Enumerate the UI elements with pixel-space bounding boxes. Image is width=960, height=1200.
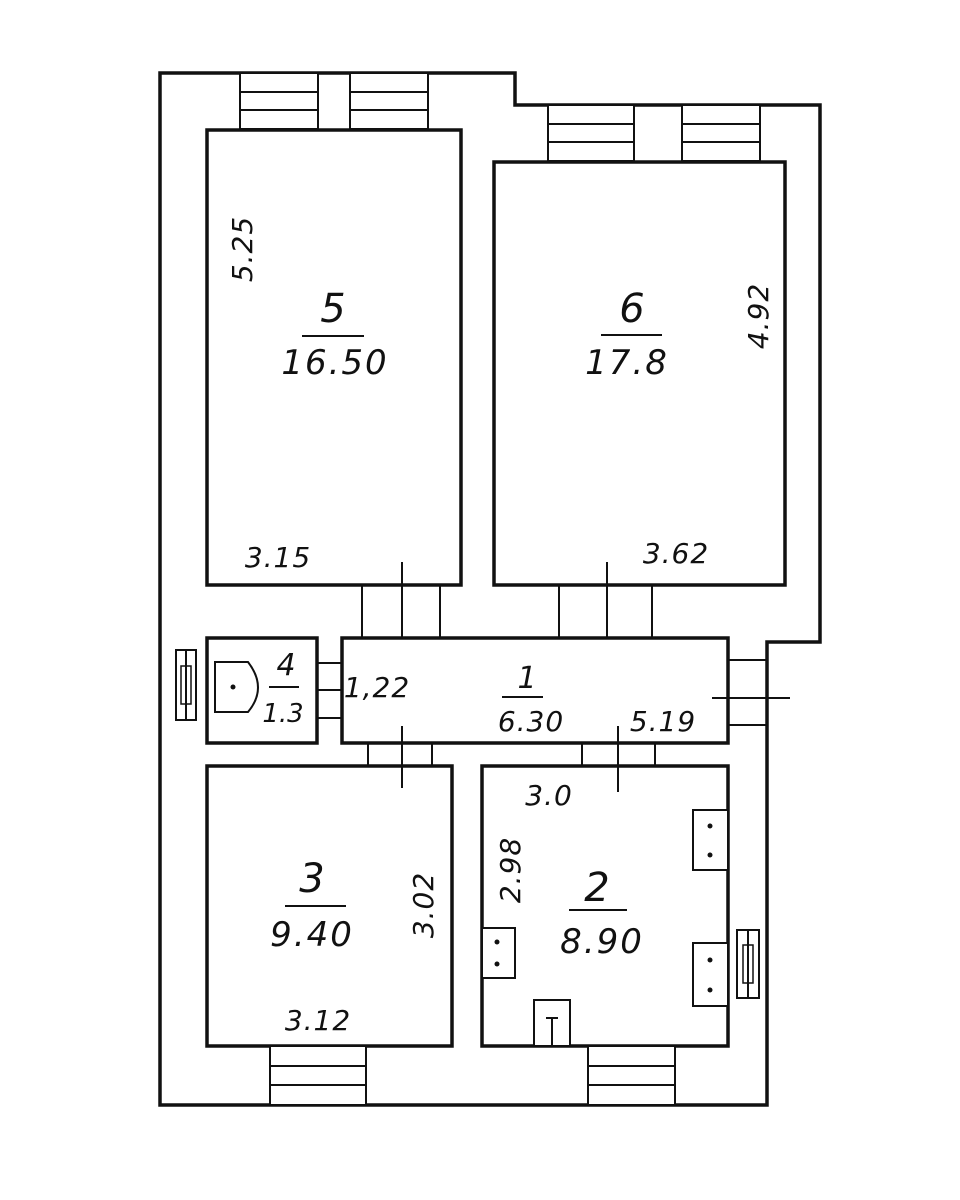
room-2-width: 3.0 — [525, 779, 573, 812]
room-2-number: 2 — [584, 865, 609, 911]
window-room5-right — [349, 72, 429, 130]
room-1 — [340, 636, 730, 745]
door-room3 — [367, 726, 433, 788]
room-2-height: 2.98 — [494, 837, 527, 903]
window-room5-left — [239, 72, 319, 130]
room-6 — [492, 160, 787, 587]
room-5-width: 3.15 — [245, 541, 311, 574]
door-right — [712, 659, 790, 726]
window-room6-right — [681, 104, 761, 162]
room-2 — [480, 764, 730, 1048]
window-room2 — [587, 1045, 676, 1106]
window-room3 — [269, 1045, 367, 1106]
room-6-height: 4.92 — [742, 283, 775, 349]
room-3-area: 9.40 — [270, 915, 354, 955]
toilet-icon — [214, 661, 259, 713]
room-2-area: 8.90 — [560, 922, 644, 962]
room-1-width: 5.19 — [630, 705, 696, 738]
room-5-height: 5.25 — [226, 216, 259, 282]
room-6-width: 3.62 — [643, 537, 709, 570]
room-5-number: 5 — [320, 286, 345, 332]
passage-room4 — [317, 662, 342, 719]
room-3-width: 3.12 — [285, 1004, 351, 1037]
room-5-area: 16.50 — [281, 343, 388, 383]
radiator-right-icon — [736, 929, 760, 999]
room-4-area: 1.3 — [262, 699, 303, 729]
room-3-number: 3 — [299, 856, 324, 902]
room-4-number: 4 — [276, 648, 295, 683]
room-3-height: 3.02 — [407, 872, 440, 938]
room-5 — [205, 128, 463, 587]
room-1-area: 6.30 — [498, 705, 564, 738]
room-1-height: 1,22 — [344, 671, 410, 704]
room-6-area: 17.8 — [585, 343, 669, 383]
window-room6-left — [547, 104, 635, 162]
room-1-number: 1 — [517, 661, 536, 696]
cabinet-icon — [481, 927, 516, 979]
radiator-left-icon — [175, 649, 197, 721]
door-room2 — [581, 726, 656, 792]
stove-icon — [692, 809, 729, 871]
sink-icon — [692, 942, 729, 1007]
boiler-icon — [533, 999, 571, 1047]
room-6-number: 6 — [619, 286, 644, 332]
toilet-dot — [230, 684, 236, 690]
